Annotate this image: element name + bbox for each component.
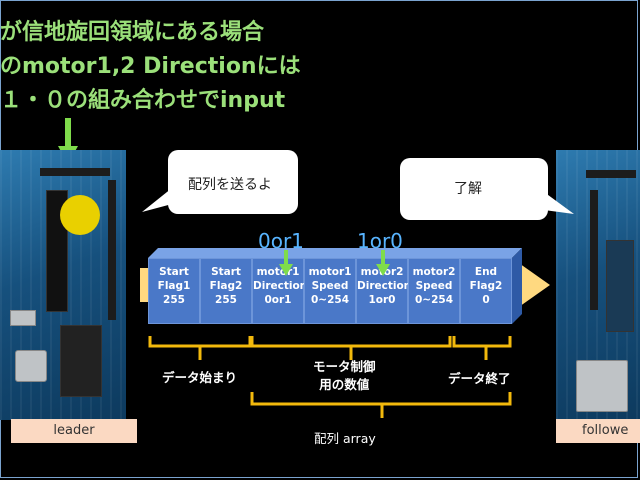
leader-speech-bubble: 配列を送るよ	[142, 150, 298, 214]
bubble-tail-icon	[142, 188, 172, 212]
headline-line-1: が信地旋回領域にある場合	[0, 20, 265, 45]
motor-control-label: モータ制御 用の数値	[313, 359, 376, 392]
headline: が信地旋回領域にある場合 のmotor1,2 Directionには １・０の組…	[0, 16, 330, 118]
bubble-tail-icon	[544, 192, 574, 214]
motor2-direction-value: 1or0	[357, 229, 403, 253]
motor2-marker-arrow-icon	[376, 250, 390, 276]
follower-label: followe	[556, 419, 640, 443]
follower-message: 了解	[454, 181, 482, 197]
follower-board-image	[556, 150, 640, 420]
data-end-label: データ終了	[448, 371, 511, 386]
follower-speech-bubble: 了解	[400, 158, 574, 220]
data-start-label: データ始まり	[162, 370, 238, 385]
array-label: 配列 array	[314, 431, 376, 446]
array-3d-edge	[148, 248, 522, 324]
leader-board-image	[0, 150, 126, 420]
leader-message: 配列を送るよ	[188, 177, 272, 193]
motor1-direction-value: 0or1	[258, 229, 304, 253]
headline-line-3: １・０の組み合わせでinput	[0, 88, 286, 113]
motor1-marker-arrow-icon	[279, 250, 293, 276]
leader-label: leader	[11, 419, 137, 443]
headline-line-2: のmotor1,2 Directionには	[0, 54, 301, 79]
